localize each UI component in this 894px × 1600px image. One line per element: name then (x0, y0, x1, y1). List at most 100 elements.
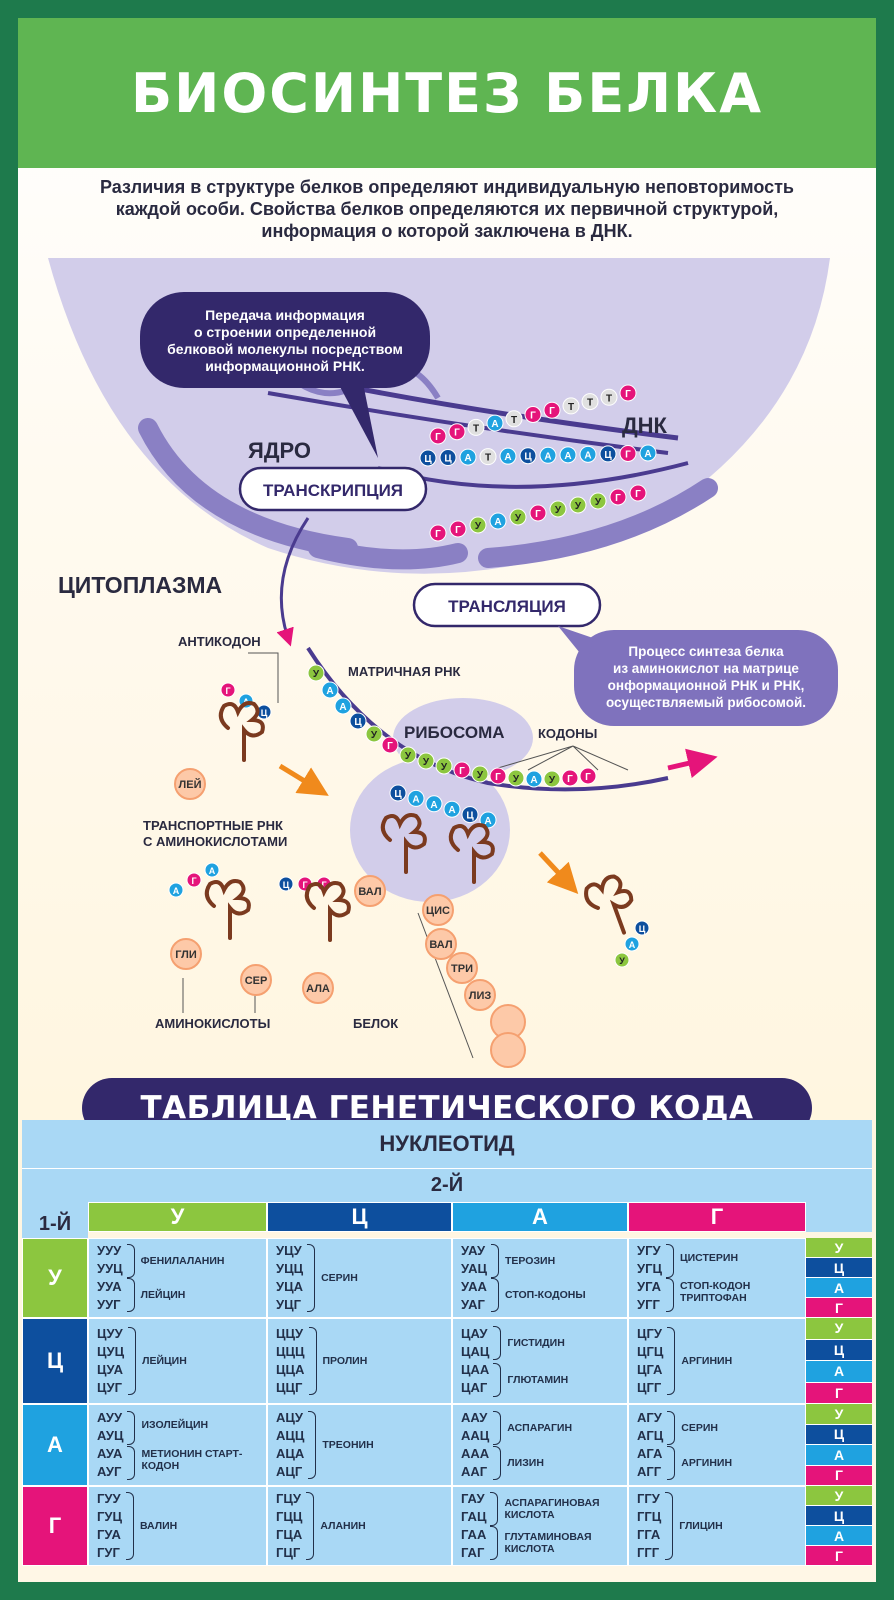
dna-bead: Т (600, 388, 618, 406)
rna-bead: Г (609, 488, 627, 506)
dna-label: ДНК (622, 413, 668, 438)
translation-pill (412, 582, 602, 628)
mrna-bead: Г (489, 767, 507, 785)
svg-text:Г: Г (302, 880, 307, 890)
codon: АГЦ (637, 1428, 664, 1443)
codon: УАА (461, 1279, 487, 1294)
third-base: Г (806, 1382, 872, 1404)
protein-synthesis-diagram: Передача информация о строении определен… (48, 258, 838, 1068)
transcription-bubble (140, 292, 430, 388)
svg-text:Г: Г (567, 774, 573, 785)
mrna-bead: У (543, 770, 561, 788)
dna-bead: А (559, 446, 577, 464)
ribosome-label: РИБОСОМА (404, 723, 505, 742)
mrna-bead: Г (561, 769, 579, 787)
codon: ЦЦА (276, 1362, 305, 1377)
first-base-2: А (22, 1404, 88, 1486)
trna-shape (584, 874, 634, 935)
trna-shape (218, 701, 265, 762)
amino-acid-name: ГЛЮТАМИН (507, 1373, 569, 1386)
svg-text:А: А (484, 816, 491, 827)
svg-text:У: У (475, 521, 482, 532)
codon: ГГА (637, 1527, 661, 1542)
brace (665, 1492, 674, 1560)
brace (665, 1278, 674, 1312)
brace (126, 1278, 135, 1312)
mrna-bead: А (334, 697, 352, 715)
second-base-2: А (452, 1202, 628, 1232)
svg-text:Г: Г (530, 411, 536, 422)
svg-text:Г: Г (225, 686, 230, 696)
brace (491, 1244, 499, 1278)
codon: УУГ (97, 1297, 121, 1312)
codon: АУА (97, 1446, 123, 1461)
svg-text:У: У (513, 774, 520, 785)
codon: АЦГ (276, 1464, 303, 1479)
third-base: У (806, 1404, 872, 1425)
codon: ЦУГ (97, 1380, 122, 1395)
codon: УУА (97, 1279, 122, 1294)
codon: УЦГ (276, 1297, 301, 1312)
codon: УУЦ (97, 1261, 123, 1276)
dna-bead: А (459, 448, 477, 466)
svg-text:Г: Г (495, 772, 501, 783)
svg-text:А: А (448, 805, 455, 816)
dna-bead: Т (479, 448, 497, 466)
svg-text:У: У (441, 762, 448, 773)
svg-text:Т: Т (606, 393, 612, 404)
exit-arrow (667, 748, 718, 778)
mrna-strand (306, 646, 669, 792)
anticodon-bead: А (168, 882, 184, 898)
anticodon-label: АНТИКОДОН (178, 634, 261, 649)
svg-text:А: А (464, 453, 471, 464)
anticodon-bead: А (624, 936, 640, 952)
amino-acid-list: ВАЛИН (140, 1492, 177, 1560)
svg-text:А: А (564, 451, 571, 462)
trna-shape (304, 881, 351, 942)
svg-text:А: А (504, 452, 511, 463)
mrna-bead: У (417, 752, 435, 770)
codon: ЦЦУ (276, 1326, 304, 1341)
amino-acid-val: ВАЛ (354, 875, 386, 907)
rna-bead: У (569, 496, 587, 514)
mrna-bead: У (435, 757, 453, 775)
codon: ЦАУ (461, 1326, 488, 1341)
amino-acid-name: МЕТИОНИН СТАРТ-КОДОН (141, 1447, 243, 1472)
codon: ГАУ (461, 1491, 485, 1506)
codon: ГЦУ (276, 1491, 301, 1506)
rna-bead: У (589, 492, 607, 510)
codon: ЦГГ (637, 1380, 662, 1395)
bubble-text: белковой молекулы посредством (167, 341, 403, 357)
svg-text:А: А (530, 775, 537, 786)
rna-bead: У (549, 500, 567, 518)
third-base: У (806, 1318, 872, 1340)
svg-text:А: А (430, 800, 437, 811)
svg-text:Ц: Ц (524, 452, 532, 463)
second-header: 2-Й (88, 1168, 806, 1202)
dna-bead: Т (581, 393, 599, 411)
dna-bead: А (499, 447, 517, 465)
svg-text:Г: Г (549, 406, 555, 417)
svg-text:А: А (491, 419, 498, 430)
codon: УАГ (461, 1297, 485, 1312)
trna-shape (380, 813, 427, 874)
codon: ЦУУ (97, 1326, 123, 1341)
codon: АГГ (637, 1464, 662, 1479)
bubble-text: Передача информация (205, 307, 365, 323)
svg-text:Т: Т (485, 453, 491, 464)
dna-bead: А (639, 444, 657, 462)
codon: УЦЦ (276, 1261, 304, 1276)
svg-text:А: А (209, 866, 216, 876)
amino-acid-name: СТОП-КОДОН ТРИПТОФАН (679, 1280, 751, 1304)
